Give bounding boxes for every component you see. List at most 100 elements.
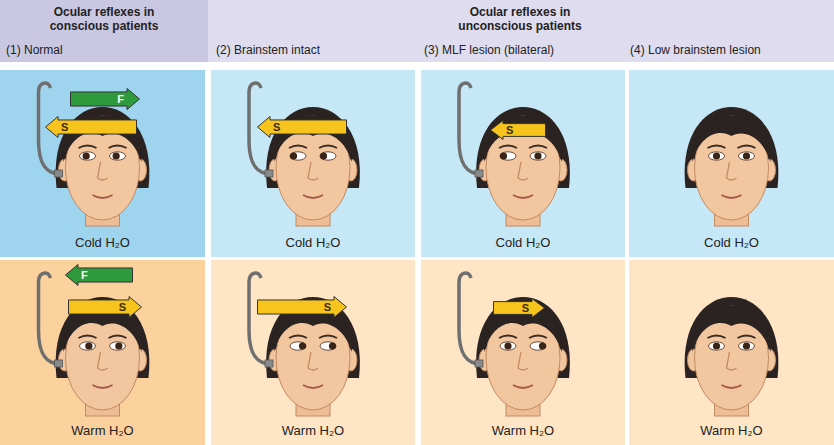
eye — [530, 342, 546, 350]
phase-arrow: S — [257, 296, 347, 318]
iris — [329, 342, 336, 349]
eyebrow — [319, 336, 337, 339]
face-illustration — [629, 260, 834, 445]
eye — [530, 152, 546, 160]
arrow-graphic — [65, 264, 133, 286]
eye — [739, 152, 755, 160]
phase-letter: S — [273, 116, 280, 138]
nose — [98, 162, 108, 180]
eyebrow — [79, 336, 97, 339]
condition-caption: Warm H₂O — [0, 423, 205, 439]
iris — [83, 152, 90, 159]
eyebrow — [289, 146, 307, 149]
arrow-graphic — [68, 296, 142, 318]
irrigation-panel: Warm H₂O S — [211, 260, 415, 445]
eyebrow — [738, 336, 756, 339]
phase-letter: F — [81, 264, 88, 286]
mouth — [303, 385, 323, 388]
arrow-shape — [258, 297, 347, 318]
arrow-graphic — [257, 116, 347, 138]
eyebrow — [708, 146, 726, 149]
hair-fringe — [692, 306, 770, 353]
header-band: Ocular reflexes in conscious patients (1)… — [0, 0, 208, 62]
phase-letter: S — [61, 116, 68, 138]
mouth — [303, 195, 323, 198]
eyebrow — [109, 146, 127, 149]
syringe-tip — [55, 170, 63, 177]
arrow-shape — [258, 117, 347, 138]
eye — [80, 152, 96, 160]
eyebrow — [529, 146, 547, 149]
nose — [727, 352, 737, 370]
eyebrow — [499, 336, 517, 339]
mouth — [93, 195, 113, 198]
eye — [110, 152, 126, 160]
phase-arrow: S — [45, 116, 137, 138]
arrow-shape — [46, 117, 137, 138]
nose — [518, 352, 528, 370]
hair-fringe — [692, 116, 770, 163]
nose — [308, 162, 318, 180]
phase-letter: S — [324, 296, 331, 318]
iris — [534, 152, 541, 159]
condition-caption: Warm H₂O — [211, 423, 415, 439]
iris — [115, 342, 122, 349]
syringe-tube — [39, 273, 61, 364]
syringe-tip — [265, 170, 273, 177]
eyebrow — [499, 146, 517, 149]
iris — [504, 342, 511, 349]
hair-fringe — [484, 116, 562, 163]
condition-caption: Warm H₂O — [421, 423, 625, 439]
syringe-tip — [475, 170, 483, 177]
eye — [320, 152, 336, 160]
eyebrow — [529, 336, 547, 339]
group-heading: Ocular reflexes in conscious patients — [34, 5, 174, 33]
arrow-shape — [491, 121, 546, 140]
group-heading: Ocular reflexes in unconscious patients — [450, 5, 590, 33]
mouth — [93, 385, 113, 388]
arrow-shape — [69, 297, 142, 318]
iris — [320, 152, 327, 159]
eyebrow — [319, 146, 337, 149]
column-heading: (3) MLF lesion (bilateral) — [424, 43, 554, 57]
irrigation-panel: Cold H₂O — [629, 70, 834, 257]
syringe-tip — [475, 360, 483, 367]
mouth — [722, 195, 742, 198]
iris — [500, 152, 507, 159]
syringe-tip — [55, 360, 63, 367]
arrow-shape — [71, 89, 140, 110]
face-illustration — [421, 260, 625, 445]
iris — [743, 152, 750, 159]
syringe-tube — [459, 273, 481, 364]
arrow-graphic — [45, 116, 137, 138]
iris — [290, 152, 297, 159]
eyebrow — [738, 146, 756, 149]
column-heading: (4) Low brainstem lesion — [630, 43, 761, 57]
iris — [713, 152, 720, 159]
iris — [743, 342, 750, 349]
iris — [299, 342, 306, 349]
eye — [500, 342, 516, 350]
condition-caption: Cold H₂O — [629, 235, 834, 251]
irrigation-panel: Cold H₂OS — [211, 70, 415, 257]
arrow-graphic — [257, 296, 347, 318]
eye — [709, 342, 725, 350]
nose — [518, 162, 528, 180]
phase-arrow: F — [70, 88, 140, 110]
nose — [98, 352, 108, 370]
irrigation-panel: Warm H₂O FS — [0, 260, 205, 445]
condition-caption: Warm H₂O — [629, 423, 834, 439]
phase-arrow: S — [68, 296, 142, 318]
face-illustration — [421, 70, 625, 257]
eye — [290, 152, 306, 160]
eye — [110, 342, 126, 350]
arrow-graphic — [70, 88, 140, 110]
phase-letter: S — [522, 298, 529, 318]
condition-caption: Cold H₂O — [0, 235, 205, 251]
iris — [713, 342, 720, 349]
phase-arrow: S — [493, 298, 545, 318]
phase-arrow: S — [257, 116, 347, 138]
column-heading: (1) Normal — [6, 43, 63, 57]
phase-letter: F — [117, 88, 124, 110]
